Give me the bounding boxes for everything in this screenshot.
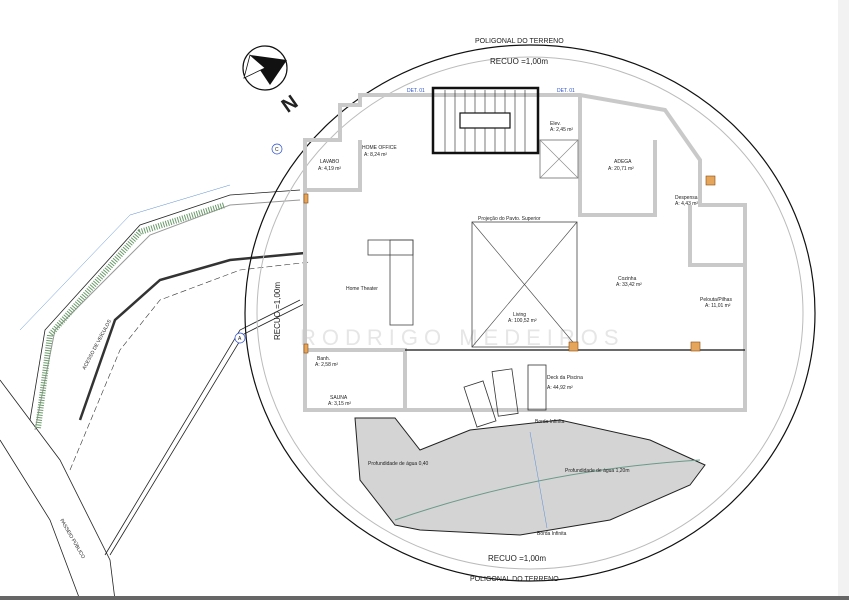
room-home-office-area: A: 8,24 m²: [364, 152, 387, 158]
room-banho: Banh.: [317, 356, 330, 362]
room-sauna: SAUNA: [330, 395, 348, 401]
room-elevator-area: A: 2,45 m²: [550, 127, 573, 133]
section-marker-a: A: [234, 332, 246, 344]
site-boundary: [244, 44, 816, 582]
room-lavabo-area: A: 4,19 m²: [318, 166, 341, 172]
section-marker-c-label: C: [275, 147, 279, 153]
room-adega: ADEGA: [614, 159, 632, 165]
pool-depth-deep: Profundidade de água 1,20m: [565, 468, 630, 474]
setback-line: [256, 56, 804, 570]
room-home-theater: Home Theater: [346, 286, 378, 292]
room-pelouta-area: A: 11,01 m²: [705, 303, 731, 309]
room-pelouta: Pelouta/Pilhas: [700, 297, 732, 303]
pool: Profundidade de água 0,40 Profundidade d…: [354, 417, 706, 537]
setback-label-left: RECUO =1,00m: [273, 282, 282, 340]
room-sauna-area: A: 3,15 m²: [328, 401, 351, 407]
room-labels: LAVABO A: 4,19 m² HOME OFFICE A: 8,24 m²…: [315, 121, 732, 407]
north-arrow-icon: N: [242, 45, 302, 117]
pool-depth-shallow: Profundidade de água 0,40: [368, 461, 429, 467]
room-elevator: Elev.: [550, 121, 561, 127]
boundary-label-top: POLIGONAL DO TERRENO: [475, 38, 564, 45]
room-adega-area: A: 20,71 m²: [608, 166, 634, 172]
room-home-office: HOME OFFICE: [362, 145, 397, 151]
north-label: N: [278, 91, 302, 117]
room-banho-area: A: 2,58 m²: [315, 362, 338, 368]
access-label: ACESSO DE VEÍCULOS: [81, 318, 114, 371]
detail-marker-left: DET. 01: [407, 88, 425, 94]
room-living-area: A: 100,52 m²: [508, 318, 537, 324]
projection-label: Projeção do Pavto. Superior: [478, 216, 541, 222]
section-marker-a-label: A: [238, 336, 242, 342]
boundary-label-bottom: POLIGONAL DO TERRENO: [470, 576, 559, 583]
building: [303, 86, 747, 428]
detail-marker-right: DET. 01: [557, 88, 575, 94]
room-cozinha: Cozinha: [618, 276, 637, 282]
room-deck-area: A: 44,92 m²: [547, 385, 573, 391]
room-living: Living: [513, 312, 526, 318]
vehicle-access: ACESSO DE VEÍCULOS PASSEIO PÚBLICO: [0, 184, 311, 600]
infinity-edge-top: Borda Infinita: [535, 419, 565, 425]
setback-label-bottom: RECUO =1,00m: [488, 554, 546, 563]
room-despensa-area: A: 4,43 m²: [675, 201, 698, 207]
infinity-edge-bottom: Borda Infinita: [537, 531, 567, 537]
room-deck: Deck da Piscina: [547, 375, 583, 381]
page-bottom-edge: [0, 596, 849, 600]
setback-label-top: RECUO =1,00m: [490, 57, 548, 66]
page-edge: [838, 0, 849, 600]
room-lavabo: LAVABO: [320, 159, 339, 165]
room-cozinha-area: A: 33,42 m²: [616, 282, 642, 288]
section-marker-c: C: [271, 143, 283, 155]
watermark: RODRIGO MEDEIROS: [300, 325, 625, 350]
room-despensa: Despensa: [675, 195, 698, 201]
